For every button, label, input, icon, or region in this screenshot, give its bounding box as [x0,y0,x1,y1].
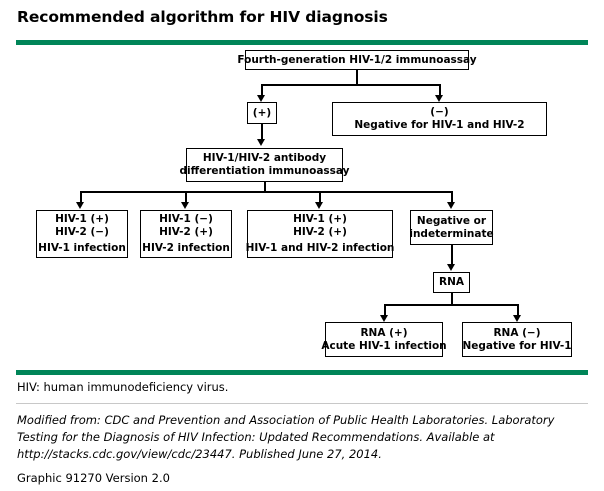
node-hiv2-infection: HIV-1 (−) HIV-2 (+) HIV-2 infection [140,210,232,258]
arrow-to-hiv2-infection [181,202,189,209]
node-label-line2: indeterminate [409,227,494,240]
node-label: (+) [252,106,272,119]
edge-n9-to-n10 [384,304,386,316]
arrow-to-rna [447,264,455,271]
footer-accent-rule [16,370,588,375]
citation-note: Modified from: CDC and Prevention and As… [17,413,555,461]
node-label-line1: HIV-1 (−) [159,213,213,225]
node-plus-result: (+) [247,102,277,124]
node-label-line2: HIV-2 (+) [159,226,213,238]
edge-n9-to-n11 [517,304,519,316]
node-acute-hiv1-infection: RNA (+) Acute HIV-1 infection [321,322,447,357]
node-negative-or-indeterminate: Negative or indeterminate [409,210,494,245]
edge-n1-to-n3 [439,84,441,96]
node-label: RNA [439,276,464,288]
node-fourth-generation-immunoassay: Fourth-generation HIV-1/2 immunoassay [237,50,477,70]
edge-n1-stem [356,70,358,85]
node-label-line2: Negative for HIV-1 [462,339,572,352]
edge-n9-bus [384,304,518,306]
edge-n9-stem [451,293,453,305]
hiv-diagnosis-flowchart: Fourth-generation HIV-1/2 immunoassay (+… [36,50,572,357]
graphic-id-label: Graphic 91270 Version 2.0 [17,471,170,485]
node-hiv1-infection: HIV-1 (+) HIV-2 (−) HIV-1 infection [36,210,128,258]
node-negative-for-hiv1: RNA (−) Negative for HIV-1 [462,322,572,357]
node-hiv1-and-hiv2-infection: HIV-1 (+) HIV-2 (+) HIV-1 and HIV-2 infe… [245,210,395,258]
edge-n2-to-n4 [261,124,263,141]
node-negative-hiv1-hiv2: (−) Negative for HIV-1 and HIV-2 [332,102,547,136]
node-label: Fourth-generation HIV-1/2 immunoassay [237,53,477,66]
node-label-line2: Negative for HIV-1 and HIV-2 [354,119,525,131]
node-rna: RNA [433,272,470,293]
node-label-line3: HIV-1 infection [38,242,126,254]
node-label-line2: HIV-2 (+) [293,226,347,238]
node-differentiation-immunoassay: HIV-1/HIV-2 antibody differentiation imm… [179,148,350,182]
node-label-line2: HIV-2 (−) [55,226,109,238]
footer-divider [16,403,588,404]
node-label-line1: RNA (−) [493,326,541,339]
arrow-to-plus [257,95,265,102]
abbreviation-note: HIV: human immunodeficiency virus. [17,380,229,394]
edge-n4-to-n5 [80,191,82,203]
arrow-to-negative [435,95,443,102]
arrow-to-hiv1-infection [76,202,84,209]
header-accent-rule [16,40,588,45]
node-label-line1: (−) [430,106,449,118]
arrow-to-dual-infection [315,202,323,209]
page-title: Recommended algorithm for HIV diagnosis [17,8,388,26]
node-label-line1: HIV-1 (+) [55,213,109,225]
edge-n1-bus [261,84,440,86]
arrow-to-acute-infection [380,315,388,322]
arrow-to-negative-indeterminate [447,202,455,209]
node-label-line2: differentiation immunoassay [179,165,350,177]
arrow-to-differentiation-assay [257,139,265,146]
node-label-line2: Acute HIV-1 infection [321,339,447,352]
edge-n8-to-n9 [451,245,453,266]
node-label-line1: RNA (+) [360,326,408,339]
node-label-line3: HIV-2 infection [142,242,230,254]
node-label-line1: HIV-1/HIV-2 antibody [202,152,327,164]
node-label-line1: Negative or [416,214,487,227]
edge-n4-to-n8 [451,191,453,203]
edge-n4-to-n6 [185,191,187,203]
node-label-line3: HIV-1 and HIV-2 infection [245,242,395,254]
arrow-to-negative-hiv1 [513,315,521,322]
node-label-line1: HIV-1 (+) [293,213,347,225]
edge-n4-to-n7 [319,191,321,203]
edge-n4-bus [80,191,452,193]
edge-n1-to-n2 [261,84,263,96]
edge-n4-stem [264,182,266,192]
